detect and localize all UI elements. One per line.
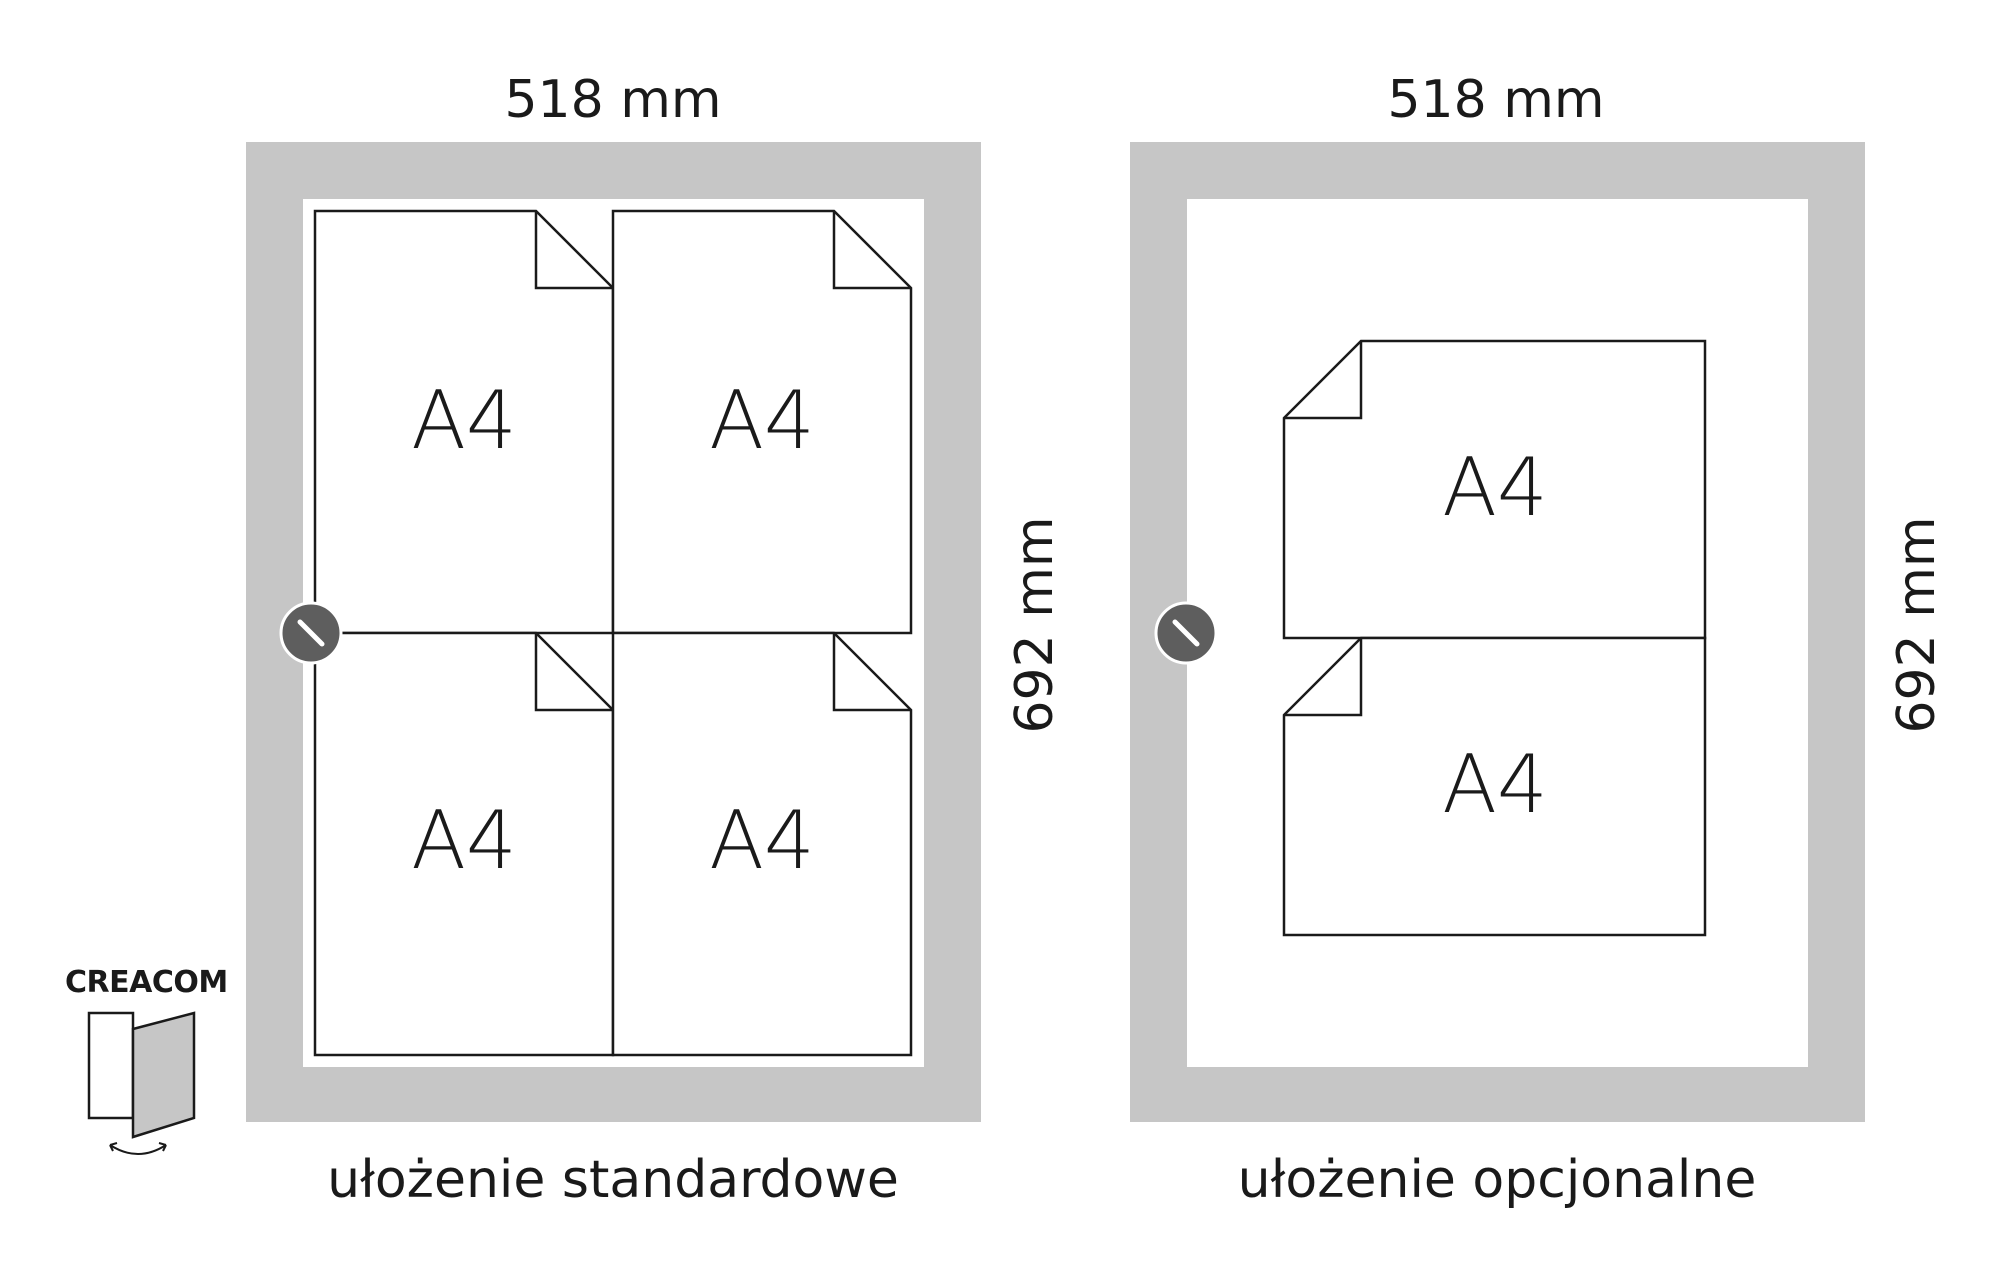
sheet-top-left: A4 bbox=[313, 209, 615, 635]
brand-name: CREACOM bbox=[65, 965, 228, 1000]
sheet-lower-landscape: A4 bbox=[1282, 636, 1707, 937]
sheet-label: A4 bbox=[709, 374, 815, 467]
sheet-label: A4 bbox=[709, 794, 815, 887]
panel-standard-caption: ułożenie standardowe bbox=[327, 1150, 899, 1210]
panel-optional-caption: ułożenie opcjonalne bbox=[1237, 1150, 1757, 1210]
sheet-label: A4 bbox=[411, 794, 517, 887]
panel-standard-width-label: 518 mm bbox=[504, 70, 722, 130]
sheet-label: A4 bbox=[411, 374, 517, 467]
panel-optional-width-label: 518 mm bbox=[1387, 70, 1605, 130]
sheet-bottom-left: A4 bbox=[313, 631, 615, 1057]
sheet-label: A4 bbox=[1442, 738, 1548, 831]
folding-frame-icon bbox=[87, 1011, 196, 1155]
sheet-label: A4 bbox=[1442, 441, 1548, 534]
panel-standard: A4 A4 A4 A4 bbox=[246, 142, 981, 1122]
sheet-top-right: A4 bbox=[611, 209, 913, 635]
sheet-bottom-right: A4 bbox=[611, 631, 913, 1057]
sheet-upper-landscape: A4 bbox=[1282, 339, 1707, 640]
lock-icon bbox=[279, 601, 343, 665]
panel-optional: A4 A4 bbox=[1130, 142, 1865, 1122]
lock-icon bbox=[1154, 601, 1218, 665]
